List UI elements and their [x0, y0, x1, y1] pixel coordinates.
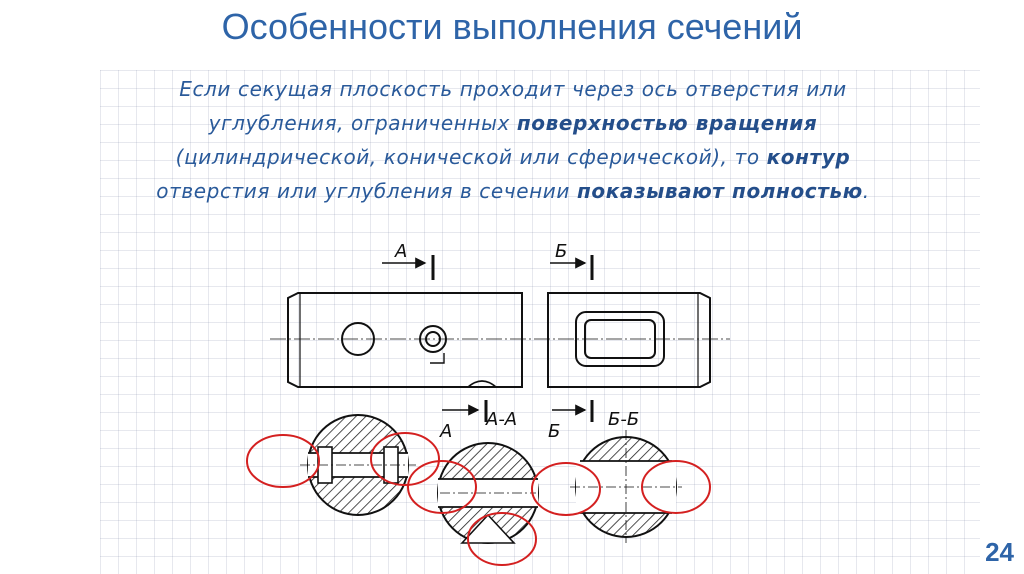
background-grid: [100, 70, 980, 574]
cut-plane-a-marker: А: [382, 241, 435, 280]
para-seg-6: .: [862, 179, 870, 203]
rule-paragraph: Если секущая плоскость проходит через ос…: [118, 72, 908, 208]
technical-drawing: А Б А А-А Б Б-Б: [246, 241, 730, 566]
highlight-ellipse-2: [370, 432, 440, 486]
cut-label-b-bottom: Б: [548, 421, 560, 442]
section-title-b: Б-Б: [608, 409, 639, 430]
cut-label-b-top: Б: [555, 241, 567, 262]
para-seg-5: показывают полностью: [576, 179, 863, 203]
section-arrow-b: Б Б-Б: [548, 400, 639, 442]
para-seg-3: контур: [766, 145, 851, 169]
section-title-a: А-А: [485, 409, 517, 430]
highlight-ellipse-6: [467, 512, 537, 566]
section-arrow-a: А А-А: [439, 400, 517, 442]
cut-label-a-bottom: А: [439, 421, 452, 442]
highlight-ellipse-3: [407, 460, 477, 514]
shaft-left-part: [287, 292, 523, 388]
section-through-hole: [300, 414, 416, 516]
para-seg-0: Если секущая плоскость проходит через ос…: [179, 77, 847, 135]
red-highlight-ellipses: [246, 432, 711, 566]
page-number: 24: [985, 537, 1014, 567]
shaft-right-part: [547, 292, 711, 388]
cut-plane-b-marker: Б: [550, 241, 594, 280]
highlight-ellipse-1: [246, 434, 320, 488]
para-seg-2: (цилиндрической, конической или сферичес…: [175, 145, 767, 169]
highlight-ellipse-4: [531, 462, 601, 516]
para-seg-1: поверхностью вращения: [516, 111, 818, 135]
slide-title: Особенности выполнения сечений: [221, 6, 803, 47]
cut-label-a-top: А: [394, 241, 407, 262]
section-a-a: [437, 442, 539, 544]
highlight-ellipse-5: [641, 460, 711, 514]
section-b-b: [570, 430, 682, 543]
para-seg-4: отверстия или углубления в сечении: [156, 179, 577, 203]
